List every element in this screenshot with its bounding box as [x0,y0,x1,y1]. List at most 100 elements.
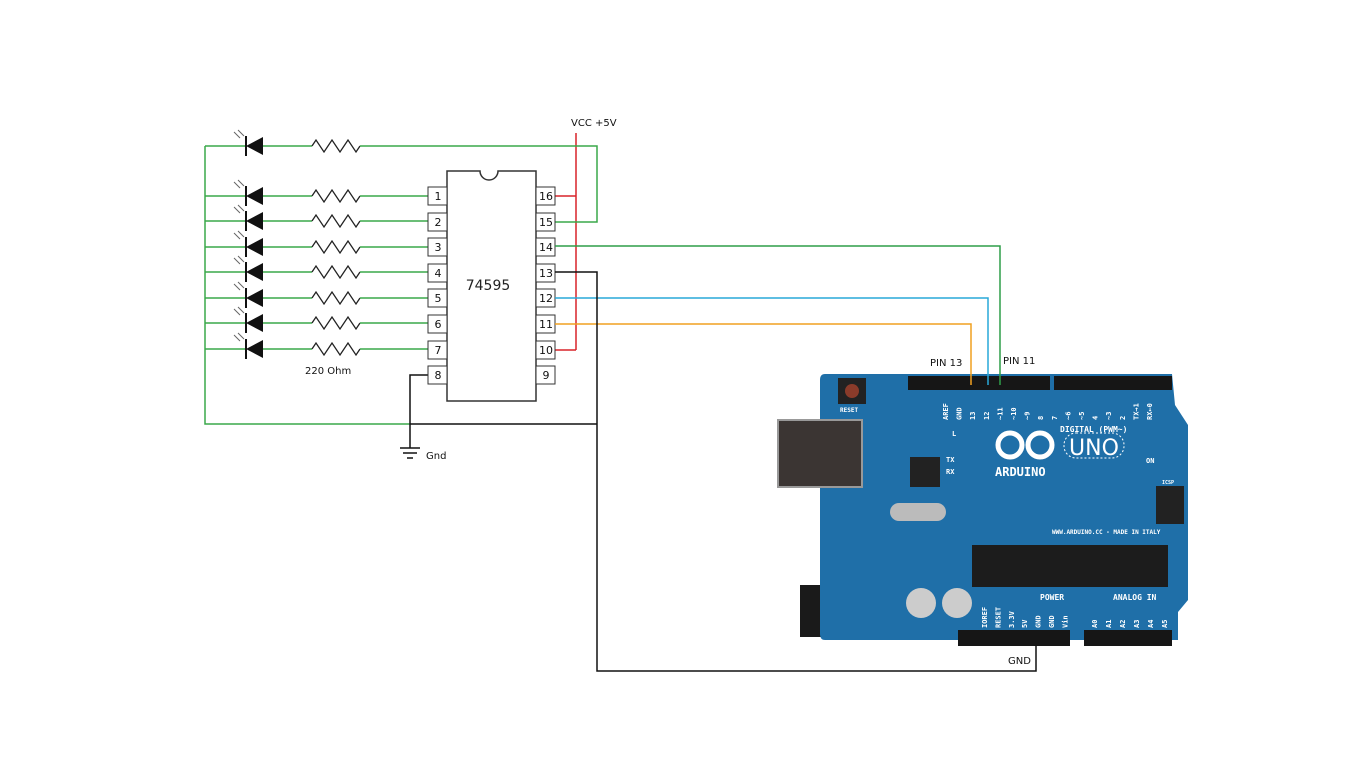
tx-label: TX [946,456,955,464]
board-pin-label: A1 [1105,620,1113,628]
chip-pin-label: 16 [539,190,553,203]
power-label: POWER [1040,593,1064,602]
led-row [205,129,598,223]
reset-label: RESET [840,407,858,414]
resistor-value-label: 220 Ohm [305,366,351,377]
led-row [205,281,428,308]
board-pin-label: ~3 [1105,412,1113,420]
led-array [205,129,598,359]
rx-label: RX [946,468,955,476]
chip-pin-9 [535,365,556,385]
light-emission-icon [233,129,245,139]
board-pin-label: A2 [1119,620,1127,628]
resistor-icon [311,213,361,229]
chip-pin-label: 7 [435,344,442,357]
atmega-chip [972,545,1168,587]
board-pin-label: 5V [1021,619,1029,628]
led-row [205,306,428,333]
chip-pin-16 [535,186,556,206]
board-pin-label: AREF [942,403,950,420]
led-icon [246,238,263,256]
chip-pin-label: 13 [539,267,553,280]
board-pin-label: A5 [1161,620,1169,628]
light-emission-icon [233,306,245,316]
chip-pin-10 [535,340,556,360]
website-label: WWW.ARDUINO.CC - MADE IN ITALY [1052,529,1161,536]
resistor-icon [311,239,361,255]
arduino-uno-board: UNO ARDUINO DIGITAL (PWM~) WWW.ARDUINO.C… [777,374,1188,646]
board-pin-label: 4 [1092,416,1100,420]
arduino-wires [555,245,1037,672]
ground-wire-pin13 [555,271,1037,672]
usb-chip [910,457,940,487]
chip-pin-15 [535,212,556,232]
led-icon [246,289,263,307]
board-pin-label: 12 [983,412,991,420]
uno-badge [1063,432,1125,459]
crystal [890,503,946,521]
analog-label: ANALOG IN [1113,593,1157,602]
board-pin-label: ~11 [996,407,1004,420]
led-icon [246,137,263,155]
chip-pin-4 [427,263,448,283]
board-pin-label: ~10 [1010,407,1018,420]
chip-pin-label: 11 [539,318,553,331]
on-label: ON [1146,457,1154,465]
ground-symbol [400,447,420,459]
chip-pin-label: 9 [543,369,550,382]
board-brand: ARDUINO [995,465,1046,479]
resistor-icon [311,138,361,154]
resistor-icon [311,315,361,331]
vcc-label: VCC +5V [571,118,617,129]
led-row [205,204,428,231]
pin11-label: PIN 11 [1003,356,1035,367]
chip-pin-label: 6 [435,318,442,331]
wire-to-pin15 [360,145,598,223]
arduino-logo [995,430,1055,460]
board-pin-label: Vin [1061,615,1069,628]
icsp-header [1156,486,1184,524]
board-pin-label: 2 [1119,416,1127,420]
led-row [205,332,428,359]
led-icon [246,263,263,281]
chip-pin-14 [535,237,556,257]
board-pin-label: GND [1048,615,1056,628]
light-emission-icon [233,204,245,214]
board-pin-label: A4 [1147,620,1155,628]
capacitor [906,588,936,618]
pin8-to-ground [409,374,428,448]
chip-pin-1 [427,186,448,206]
chip-pin-label: 3 [435,241,442,254]
arduino-gnd-label: GND [1008,656,1031,667]
chip-pin-label: 4 [435,267,442,280]
chip-pin-2 [427,212,448,232]
chip-pin-6 [427,314,448,334]
resistor-icon [311,341,361,357]
resistor-icon [311,188,361,204]
board-pin-label: A3 [1133,620,1141,628]
board-pin-label: RESET [994,607,1002,628]
led-icon [246,340,263,358]
light-emission-icon [233,230,245,240]
board-pin-label: 13 [969,412,977,420]
board-pin-label: ~9 [1024,412,1032,420]
wires [204,133,597,448]
board-pin-label: 7 [1051,416,1059,420]
board-pin-label: ~5 [1078,412,1086,420]
light-emission-icon [233,281,245,291]
chip-pin-5 [427,288,448,308]
gnd-label: Gnd [426,451,446,462]
board-pin-label: 8 [1037,416,1045,420]
board-pin-label: GND [956,407,964,420]
capacitor [942,588,972,618]
led-icon [246,187,263,205]
icsp-label: ICSP [1162,480,1174,486]
led-row [205,255,428,282]
light-emission-icon [233,255,245,265]
light-emission-icon [233,179,245,189]
board-pin-label: GND [1035,615,1043,628]
chip-pin-label: 10 [539,344,553,357]
digital-label: DIGITAL (PWM~) [1060,425,1127,434]
